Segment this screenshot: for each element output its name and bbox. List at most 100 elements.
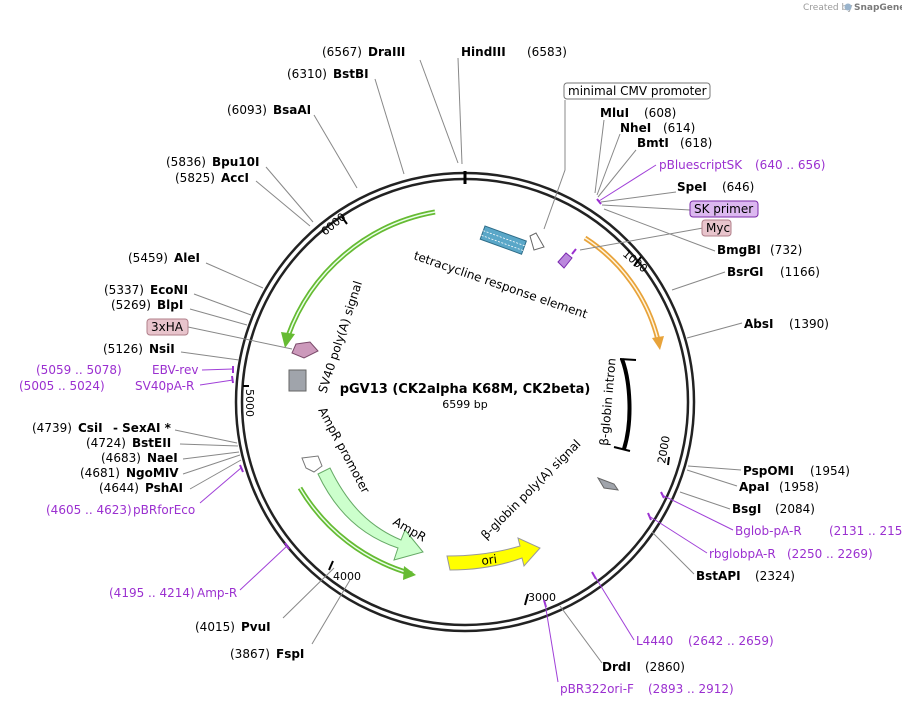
site-pos-alei: (5459) <box>128 251 168 265</box>
leader-alei <box>205 262 264 289</box>
site-name-bsgi: BsgI <box>732 502 761 516</box>
site-pos-hindiii: (6583) <box>527 45 567 59</box>
beta-globin-polya-label: β-globin poly(A) signal <box>478 437 583 542</box>
cmv-promoter-label: minimal CMV promoter <box>568 84 707 98</box>
leader-myc <box>579 227 704 251</box>
primer-name-sv40par: SV40pA-R <box>135 379 194 393</box>
beta-globin-polya-box <box>596 477 620 491</box>
site-name-pspomi: PspOMI <box>743 464 794 478</box>
orange-feature-arc-inner <box>584 237 659 341</box>
leader-sv40par <box>199 379 234 386</box>
site-name-nsii: NsiI <box>149 342 175 356</box>
tick-label-4000: 4000 <box>333 570 361 583</box>
site-name-bsaai: BsaAI <box>273 103 311 117</box>
leader-pbrforeco <box>199 467 242 504</box>
site-name-alei: AleI <box>174 251 200 265</box>
site-pos-pspomi: (1954) <box>810 464 850 478</box>
site-name-bsteii: BstEII <box>132 436 171 450</box>
primer-tick-sv40par <box>231 375 234 384</box>
green-feature-arc-bottom <box>297 486 413 577</box>
site-name-bmgbi: BmgBI <box>717 243 761 257</box>
tick-label-5000: 5000 <box>243 389 256 417</box>
primer-range-pbluescriptsk: (640 .. 656) <box>755 158 825 172</box>
ori-label: ori <box>480 552 497 568</box>
site-name-ngomiv: NgoMIV <box>126 466 179 480</box>
leader-blpi <box>189 308 248 326</box>
site-name-acci: AccI <box>221 171 249 185</box>
leader-ngomiv <box>182 454 241 475</box>
snapgene-logo-icon <box>844 3 852 11</box>
leader-bsaai <box>313 114 358 189</box>
leader-draiii <box>419 59 459 164</box>
site-pos-bmgbi: (732) <box>770 243 802 257</box>
ampr-gene-arrow <box>317 467 424 561</box>
site-extra-csii: - SexAI * <box>113 421 172 435</box>
site-pos-draiii: (6567) <box>322 45 362 59</box>
site-pos-acci: (5825) <box>175 171 215 185</box>
tick-3000 <box>524 593 529 606</box>
site-name-absi: AbsI <box>744 317 773 331</box>
site-name-bstapi: BstAPI <box>696 569 741 583</box>
green-feature-arc-top-inner <box>287 211 436 337</box>
cmv-promoter-arrow <box>529 232 545 251</box>
plasmid-name: pGV13 (CK2alpha K68M, CK2beta) <box>340 382 591 397</box>
site-pos-mlui: (608) <box>644 106 676 120</box>
green-feature-arrowhead-top <box>281 332 295 348</box>
leader-drdi <box>559 605 603 664</box>
leader-pvui <box>282 567 335 619</box>
sk-primer-box <box>689 200 759 218</box>
site-pos-absi: (1390) <box>789 317 829 331</box>
site-name-econi: EcoNI <box>150 283 188 297</box>
sk-primer-label: SK primer <box>694 202 753 216</box>
leader-lines <box>174 57 743 683</box>
leader-naei <box>182 451 240 460</box>
leader-apai <box>686 469 738 487</box>
site-name-bsrgi: BsrGI <box>727 265 764 279</box>
ori-arrow <box>446 537 541 571</box>
site-pos-naei: (4683) <box>101 451 141 465</box>
site-pos-econi: (5337) <box>104 283 144 297</box>
leader-bglobpar <box>661 494 734 531</box>
leader-ebvrev <box>201 368 234 371</box>
primer-range-ebvrev: (5059 .. 5078) <box>36 363 122 377</box>
beta-globin-intron-label: β-globin intron <box>597 357 619 446</box>
primer-range-rbglobpar: (2250 .. 2269) <box>787 547 873 561</box>
site-pos-bstapi: (2324) <box>755 569 795 583</box>
leader-mlui <box>594 119 605 194</box>
leader-bmti <box>597 149 637 198</box>
myc-tag-label: Myc <box>706 221 730 235</box>
plasmid-size: 6599 bp <box>442 398 487 411</box>
site-pos-blpi: (5269) <box>111 298 151 312</box>
primer-name-rbglobpar: rbglobpA-R <box>709 547 776 561</box>
ha-tag-label: 3xHA <box>151 320 184 334</box>
leader-econi <box>193 293 252 316</box>
green-feature-arrowhead-bottom <box>403 566 416 580</box>
primer-range-ampr: (4195 .. 4214) <box>109 586 195 600</box>
tick-marks <box>243 216 670 606</box>
leader-cmv <box>543 100 566 230</box>
tick-6000 <box>341 216 348 225</box>
primer-name-pbrforeco: pBRforEco <box>133 503 195 517</box>
site-name-spei: SpeI <box>677 180 707 194</box>
site-pos-pvui: (4015) <box>195 620 235 634</box>
credit-prefix: Created by <box>803 3 853 13</box>
mcs-feature-marker <box>557 252 573 269</box>
site-name-bstbi: BstBI <box>333 67 369 81</box>
green-feature-arc-bottom-inner <box>299 487 413 575</box>
primer-name-ebvrev: EBV-rev <box>152 363 198 377</box>
site-name-bpu10i: Bpu10I <box>212 155 259 169</box>
site-name-nhei: NheI <box>620 121 651 135</box>
leader-nsii <box>180 351 240 361</box>
site-pos-bmti: (618) <box>680 136 712 150</box>
site-pos-bstbi: (6310) <box>287 67 327 81</box>
leader-pshai <box>189 459 242 490</box>
primer-range-l4440: (2642 .. 2659) <box>688 634 774 648</box>
leader-ha <box>187 326 293 350</box>
leader-acci <box>255 180 311 227</box>
site-name-bmti: BmtI <box>637 136 669 150</box>
leader-pbluescriptsk <box>598 164 657 202</box>
leader-absi <box>686 322 743 339</box>
site-pos-bsrgi: (1166) <box>780 265 820 279</box>
cmv-promoter-box <box>563 82 711 100</box>
